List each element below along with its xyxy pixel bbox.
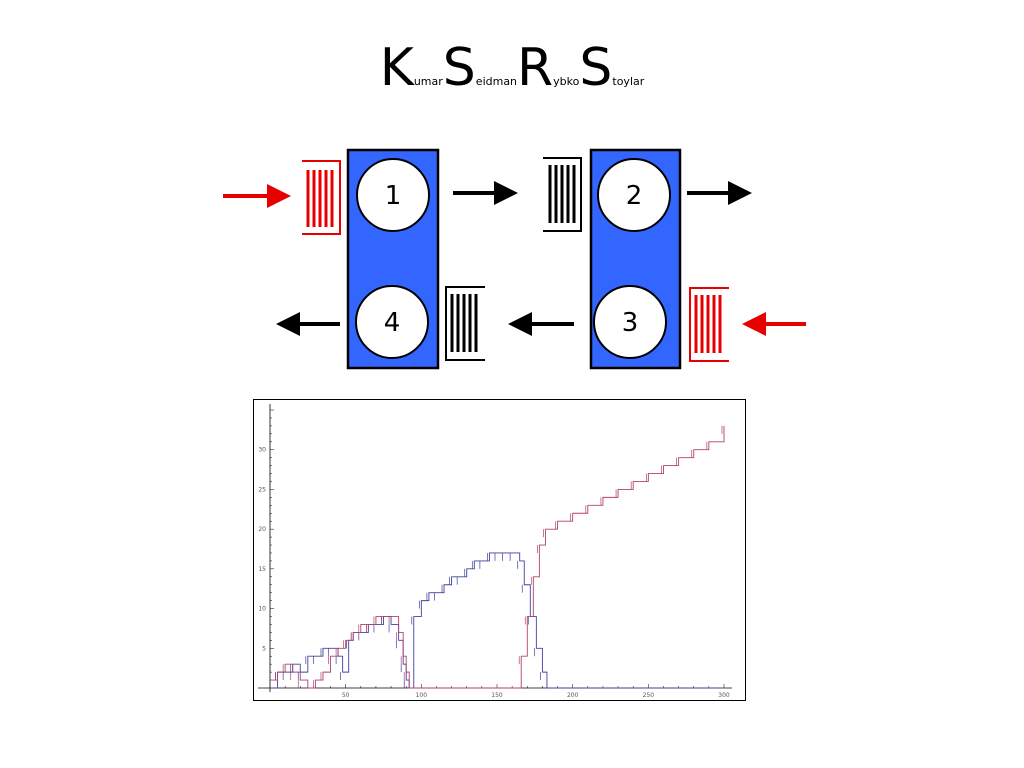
title-cap-2: S: [442, 38, 476, 98]
network-diagram: 1 2 3 4: [223, 148, 806, 370]
buffer-node-4: [445, 286, 485, 361]
y-tick-label: 20: [258, 526, 266, 533]
y-tick-label: 25: [258, 486, 266, 493]
title-sub-2: eidman: [475, 75, 518, 88]
title-cap-4: S: [579, 38, 613, 98]
node-4-label: 4: [384, 308, 401, 338]
y-tick-label: 10: [258, 606, 266, 613]
buffer-node-2: [543, 157, 582, 232]
node-3: 3: [593, 285, 667, 359]
node-4: 4: [355, 285, 429, 359]
x-tick-label: 150: [491, 692, 503, 699]
node-2: 2: [597, 158, 671, 232]
node-1-label: 1: [385, 181, 402, 211]
plot-panel: 50 100 150 200 250 300 5 10 15 20 25 30: [253, 399, 746, 701]
node-2-label: 2: [626, 181, 643, 211]
title-cap-1: K: [379, 38, 414, 98]
series-2-line: [270, 425, 725, 689]
x-tick-label: 50: [342, 692, 350, 699]
buffer-node-1: [302, 160, 341, 235]
title-cap-3: R: [517, 38, 554, 98]
y-tick-label: 5: [262, 645, 266, 652]
page-title: KumarSeidmanRybkoStoylar: [0, 38, 1024, 98]
node-3-label: 3: [622, 308, 639, 338]
node-1: 1: [356, 158, 430, 232]
y-tick-label: 15: [258, 566, 266, 573]
x-tick-label: 200: [567, 692, 579, 699]
title-sub-1: umar: [413, 75, 443, 88]
title-sub-3: ybko: [553, 75, 580, 88]
buffer-node-3: [689, 287, 729, 362]
x-tick-label: 250: [643, 692, 655, 699]
y-tick-label: 30: [258, 447, 266, 454]
title-sub-4: toylar: [612, 75, 645, 88]
x-tick-label: 300: [718, 692, 730, 699]
line-chart: 50 100 150 200 250 300 5 10 15 20 25 30: [258, 404, 732, 699]
x-tick-label: 100: [416, 692, 428, 699]
series-1-line: [270, 552, 724, 689]
